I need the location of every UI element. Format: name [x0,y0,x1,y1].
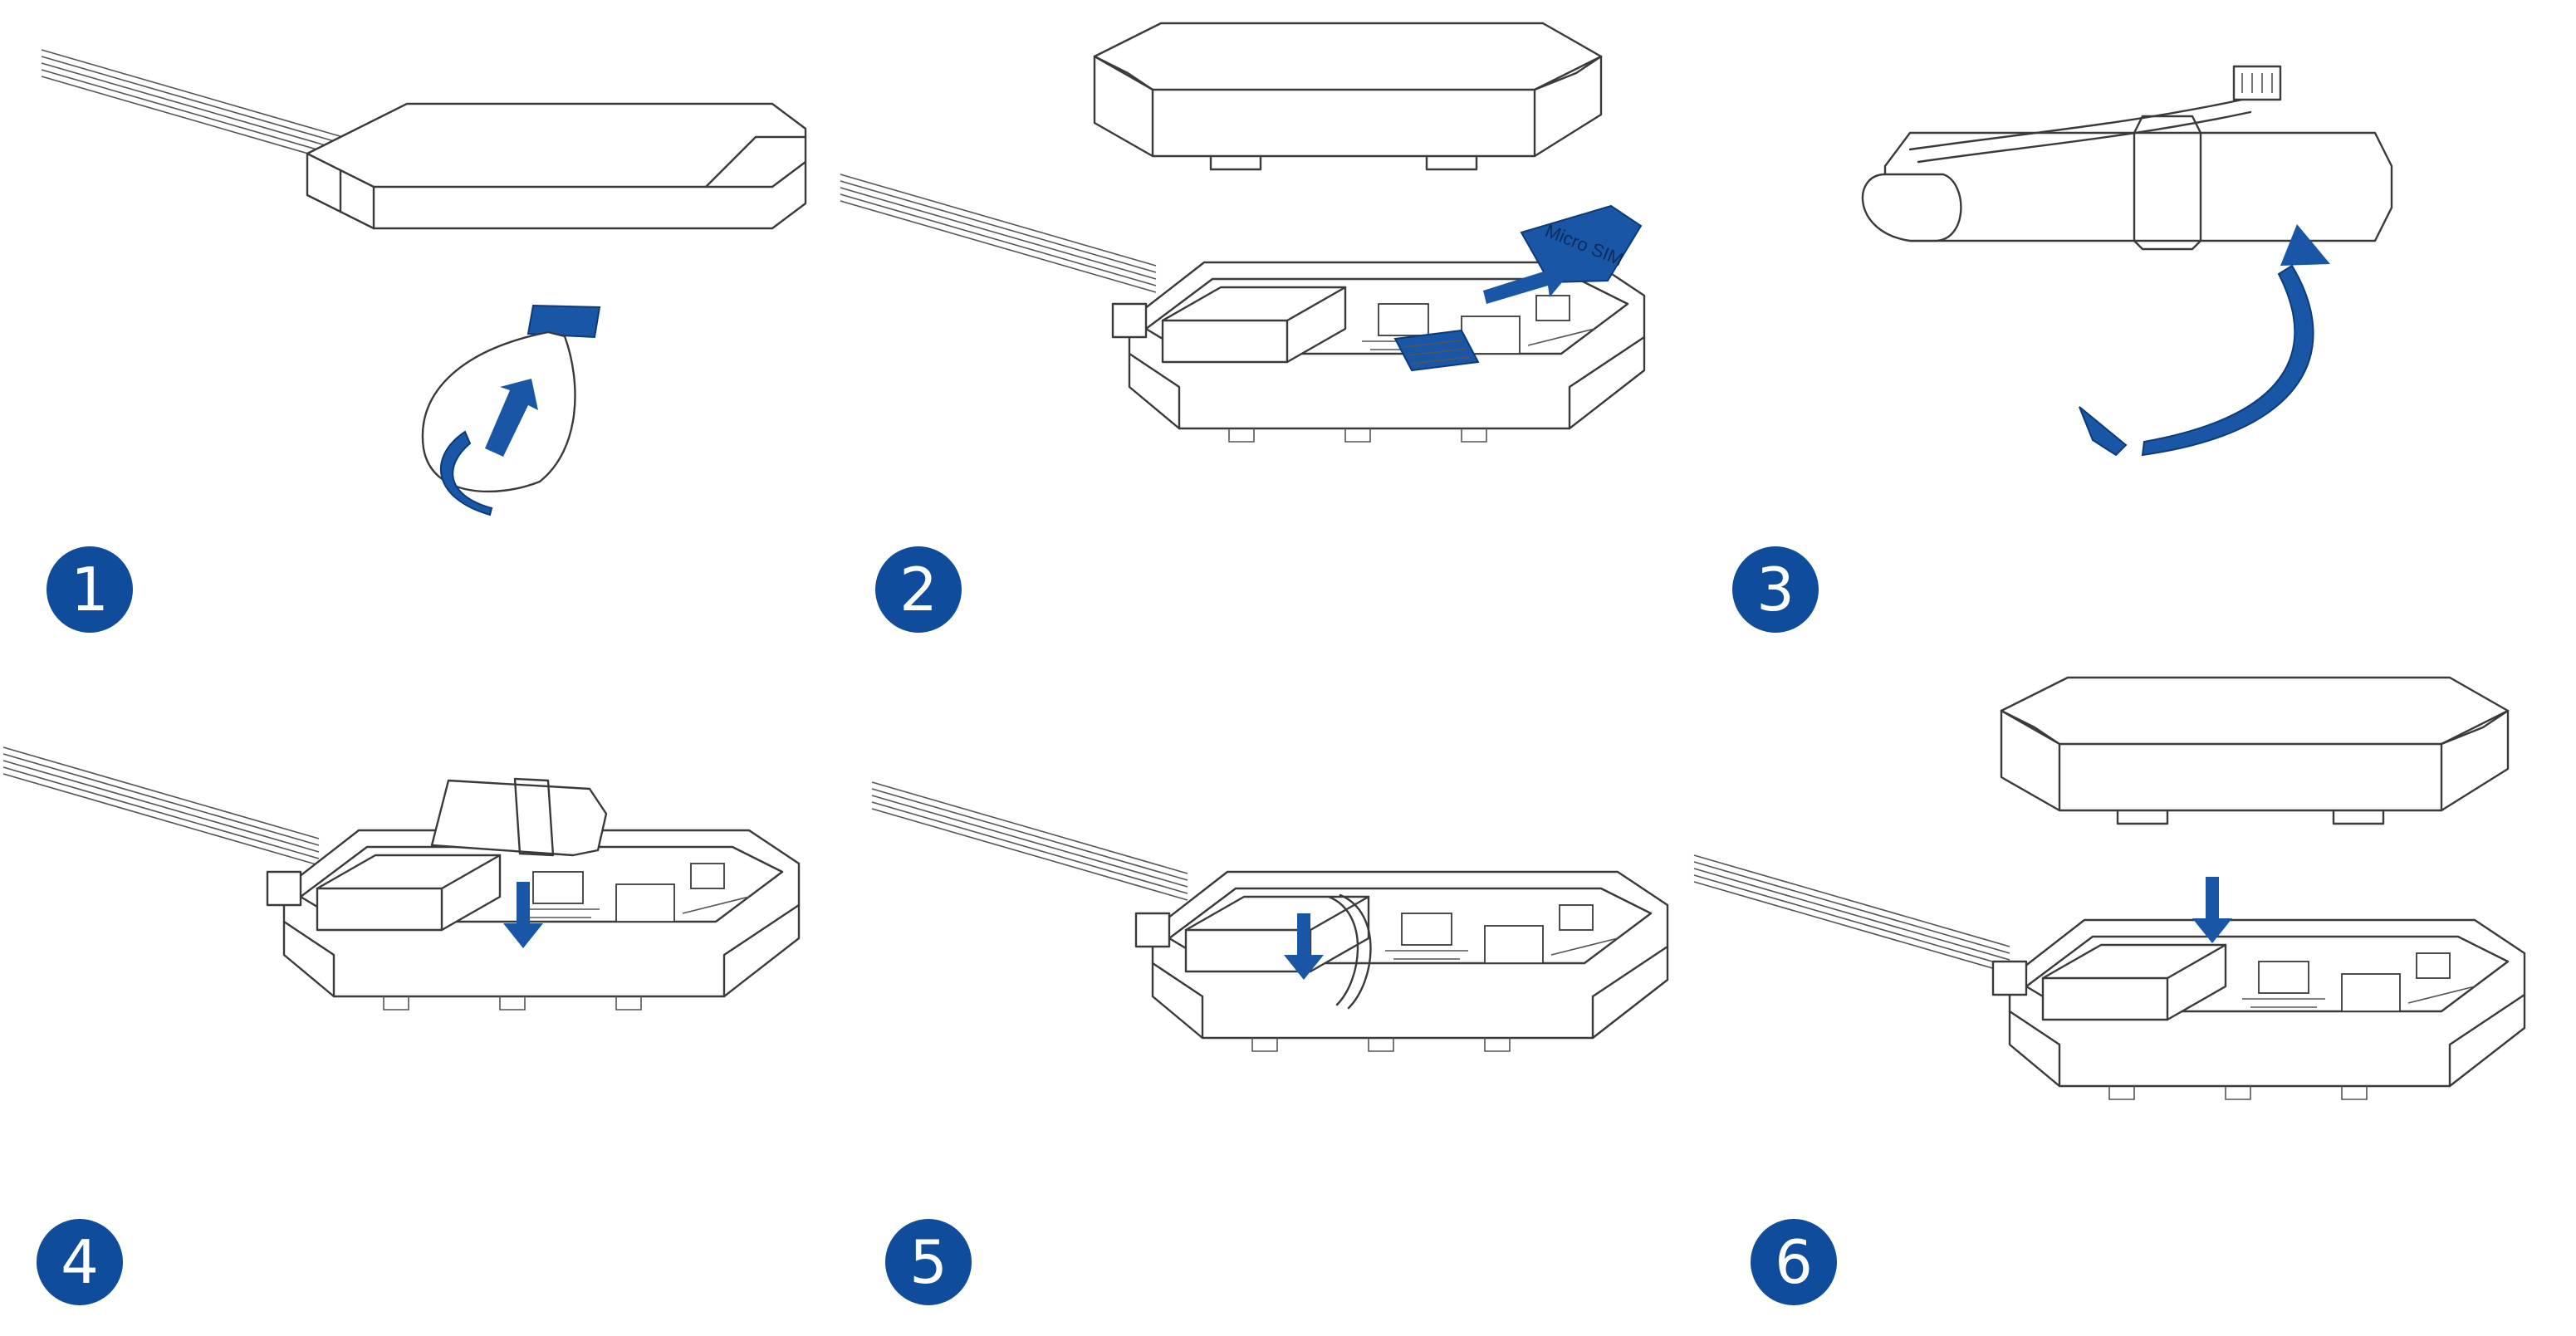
open-device-base [1111,261,1646,443]
insert-arrow-icon [1483,259,1566,304]
battery-cable [1327,893,1372,1010]
open-device-base [1991,918,2526,1101]
step-3-panel [1861,65,2393,457]
step-badge-circle [1732,546,1819,633]
step-number: 6 [1775,1227,1813,1297]
step-badge-circle [47,546,133,633]
step-2-panel: Micro SIM [840,22,1646,443]
closed-device [306,102,807,230]
device-lid [1093,22,1603,171]
rotate-arrow-icon [2079,224,2330,457]
step-5-panel [871,781,1669,1053]
cable-wires [871,781,1188,901]
step-badge-4: 4 [37,1219,123,1305]
battery-pack [430,777,608,857]
step-number: 4 [61,1227,99,1297]
device-lid [2000,676,2510,825]
step-number: 3 [1756,555,1795,624]
step-badge-2: 2 [875,546,962,633]
peel-arrow-icon [439,379,538,516]
open-device-base [1134,870,1669,1053]
step-badge-circle [37,1219,123,1305]
step-badge-6: 6 [1751,1219,1837,1305]
micro-sim-card: Micro SIM [1520,204,1643,284]
step-badge-1: 1 [47,546,133,633]
step-badge-3: 3 [1732,546,1819,633]
cable-wires [2,746,320,866]
step-badge-circle [875,546,962,633]
step-number: 2 [899,555,938,624]
step-badge-5: 5 [885,1219,972,1305]
open-device-base [266,829,801,1011]
step-number: 1 [71,555,109,624]
step-badge-circle [1751,1219,1837,1305]
cable-wires [1693,854,2010,974]
sim-holder [1393,329,1480,372]
battery-pack [1861,65,2393,251]
cable-wires [41,49,358,169]
step-6-panel [1693,676,2526,1101]
step-number: 5 [909,1227,948,1297]
step-1-panel [41,49,807,516]
step-4-panel [2,746,801,1011]
step-badge-circle [885,1219,972,1305]
cable-wires [840,174,1157,293]
